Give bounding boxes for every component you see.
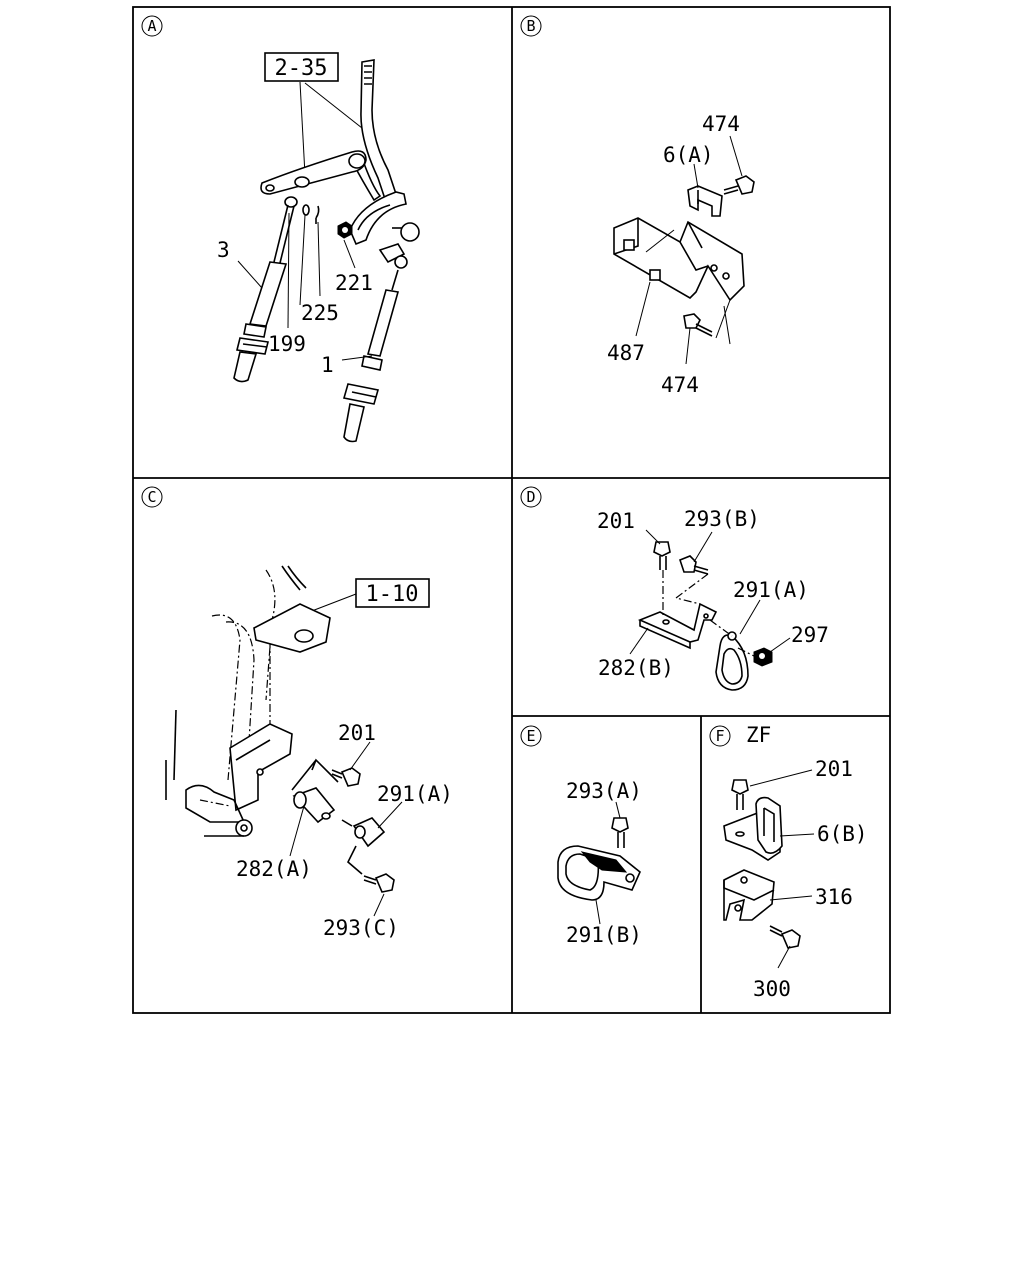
callout-1: 1 xyxy=(321,353,334,377)
callout-291a-d: 291(A) xyxy=(733,578,809,602)
panel-a: A 2-35 xyxy=(141,15,420,443)
bolt-201-c xyxy=(331,767,361,787)
bolt-474-bottom xyxy=(683,313,713,337)
bolt-300 xyxy=(769,925,801,949)
callout-291a-c: 291(A) xyxy=(377,782,453,806)
bracket-487 xyxy=(613,217,745,302)
callout-201-f: 201 xyxy=(815,757,853,781)
panel-c-badge: C xyxy=(141,486,163,508)
callout-3: 3 xyxy=(217,238,230,262)
panel-c: C 1-10 xyxy=(141,486,453,940)
bracket-282b xyxy=(637,602,718,650)
bolt-201-d xyxy=(653,541,671,618)
panel-d-badge: D xyxy=(520,486,542,508)
svg-text:E: E xyxy=(526,727,535,745)
callout-201-d: 201 xyxy=(597,509,635,533)
callout-291b: 291(B) xyxy=(566,923,642,947)
callout-474-bottom: 474 xyxy=(661,373,699,397)
shift-cable-1 xyxy=(342,243,408,443)
panel-c-ref-box[interactable]: 1-10 xyxy=(355,578,430,608)
callout-282b: 282(B) xyxy=(598,656,674,680)
clip-6b xyxy=(723,796,783,861)
svg-text:B: B xyxy=(526,17,535,35)
callout-293c: 293(C) xyxy=(323,916,399,940)
callout-300: 300 xyxy=(753,977,791,1001)
callout-297: 297 xyxy=(791,623,829,647)
bolt-474-top xyxy=(723,175,755,195)
svg-text:A: A xyxy=(147,17,156,35)
panel-e-badge: E xyxy=(520,725,542,747)
callout-293b: 293(B) xyxy=(684,507,760,531)
bolt-293c xyxy=(363,873,395,893)
clip-6a xyxy=(687,185,723,217)
panel-a-ref-box[interactable]: 2-35 xyxy=(264,52,339,82)
callout-487: 487 xyxy=(607,341,645,365)
svg-text:1-10: 1-10 xyxy=(366,582,419,607)
callout-199: 199 xyxy=(268,332,306,356)
shift-lever xyxy=(260,59,420,246)
panel-b: B 474 6(A) xyxy=(520,15,755,397)
panel-f-badge: F xyxy=(709,725,731,747)
transmission-housing xyxy=(165,565,331,837)
clip-291b xyxy=(557,845,641,901)
svg-text:D: D xyxy=(526,488,535,506)
svg-text:C: C xyxy=(147,488,156,506)
callout-221: 221 xyxy=(335,271,373,295)
callout-225: 225 xyxy=(301,301,339,325)
callout-201-c: 201 xyxy=(338,721,376,745)
callout-316: 316 xyxy=(815,885,853,909)
callout-293a: 293(A) xyxy=(566,779,642,803)
callout-6a: 6(A) xyxy=(663,143,714,167)
shift-cable-3 xyxy=(233,204,295,383)
svg-text:2-35: 2-35 xyxy=(275,56,328,81)
panel-e: E 293(A) 291(B) xyxy=(520,725,642,947)
panel-grid xyxy=(132,6,891,1014)
clip-291a-c xyxy=(291,758,386,875)
panel-a-badge: A xyxy=(141,15,163,37)
variant-label-zf: ZF xyxy=(746,723,771,747)
panel-d: D xyxy=(520,486,829,691)
panel-f: F ZF 201 6(B) 316 300 xyxy=(709,723,868,1001)
svg-text:F: F xyxy=(715,727,724,745)
panel-b-badge: B xyxy=(520,15,542,37)
bolt-293b xyxy=(674,555,709,605)
bracket-316 xyxy=(723,869,775,921)
nut-297 xyxy=(737,647,773,667)
callout-6b: 6(B) xyxy=(817,822,868,846)
callout-474-top: 474 xyxy=(702,112,740,136)
bolt-293a xyxy=(611,817,629,848)
callout-282a: 282(A) xyxy=(236,857,312,881)
bolt-201-f xyxy=(731,779,749,810)
